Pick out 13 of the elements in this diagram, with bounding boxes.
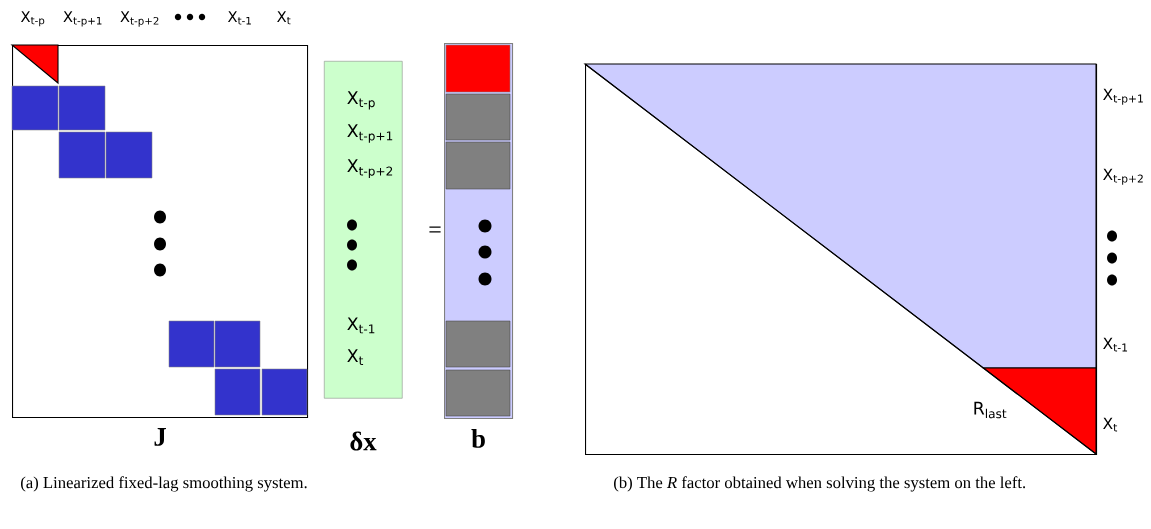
column-label: X$_{t-p+1}$ xyxy=(63,11,102,27)
vector-box: X$_{t-p}$ X$_{t-p+1}$ X$_{t-p+2}$ X$_{t-1}$ X$_{t}$ δx xyxy=(324,61,403,451)
matrix-box: J xyxy=(12,45,309,446)
equals-sign: = xyxy=(429,226,441,233)
node-label: δx xyxy=(350,431,377,451)
column-label: X$_{t-1}$ xyxy=(227,11,251,25)
node-label: J xyxy=(154,428,166,446)
node-label: b xyxy=(471,429,485,448)
caption: (a) Linearized fixed-lag smoothing system. xyxy=(21,476,307,492)
column-label: X$_{t-p+2}$ xyxy=(120,11,159,27)
column-label: X$_{t}$ xyxy=(277,11,291,25)
caption: (b) The R factor obtained when solving the system on the left. xyxy=(614,476,1026,492)
column-label: X$_{t-p}$ xyxy=(20,11,45,27)
